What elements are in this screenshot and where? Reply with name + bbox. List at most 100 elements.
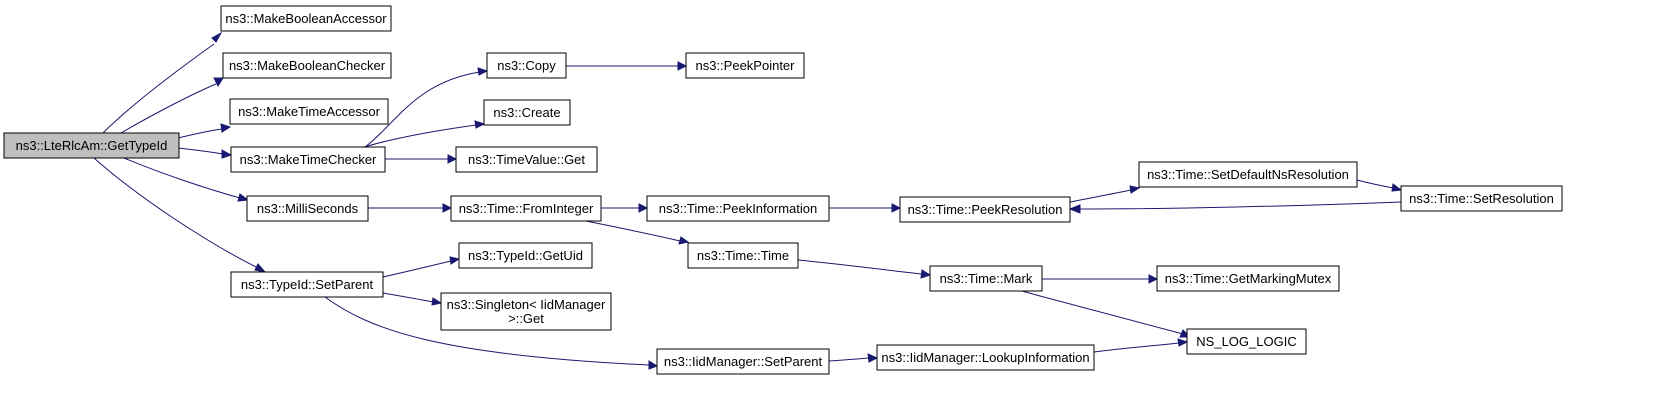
- arrowhead-icon: [221, 149, 233, 159]
- arrowhead-icon: [474, 120, 486, 129]
- edge-line: [324, 296, 650, 366]
- edge-line: [382, 292, 434, 303]
- edge-line: [102, 43, 215, 134]
- edge-peekres-to-setdef: [1069, 185, 1141, 203]
- node-ns3-typeid-getuid[interactable]: ns3::TypeId::GetUid: [458, 242, 593, 269]
- edge-line: [797, 259, 923, 275]
- arrowhead-icon: [920, 269, 932, 279]
- node-box: [230, 146, 386, 173]
- arrowhead-icon: [237, 193, 250, 202]
- call-edges: [93, 31, 1403, 370]
- node-ns3-makebooleanchecker[interactable]: ns3::MakeBooleanChecker: [222, 52, 392, 79]
- edge-line: [828, 357, 870, 362]
- arrowhead-icon: [254, 263, 267, 273]
- node-ns3-time-time[interactable]: ns3::Time::Time: [687, 242, 799, 269]
- edge-line: [585, 220, 681, 242]
- node-label: ns3::Time::SetDefaultNsResolution: [1147, 167, 1349, 182]
- edge-line: [363, 124, 477, 148]
- node-label: ns3::Time::Mark: [940, 271, 1033, 286]
- arrowhead-icon: [648, 360, 659, 370]
- edge-root-to-tsp: [93, 157, 267, 273]
- arrowhead-icon: [1129, 185, 1141, 194]
- node-ns3-lterlcam-gettypeid[interactable]: ns3::LteRlcAm::GetTypeId: [3, 132, 180, 159]
- node-box: [3, 132, 180, 159]
- node-ns3-peekpointer[interactable]: ns3::PeekPointer: [685, 52, 805, 79]
- edge-fromint-to-peekinfo: [601, 203, 649, 213]
- node-ns3-create[interactable]: ns3::Create: [483, 99, 571, 126]
- edge-root-to-mta: [177, 123, 232, 139]
- node-box: [246, 195, 369, 222]
- node-ns3-time-frominteger[interactable]: ns3::Time::FromInteger: [450, 195, 602, 222]
- edge-ms-to-fromint: [368, 203, 453, 213]
- arrowhead-icon: [213, 77, 224, 88]
- arrowhead-icon: [447, 154, 458, 164]
- node-label: ns3::TypeId::SetParent: [241, 277, 374, 292]
- node-ns3-singleton-iidmanager-get[interactable]: ns3::Singleton< IidManager >::Get: [440, 292, 612, 331]
- node-ns3-makebooleanaccessor[interactable]: ns3::MakeBooleanAccessor: [220, 5, 392, 32]
- node-label: ns3::MakeBooleanChecker: [229, 58, 386, 73]
- node-box: [656, 348, 830, 375]
- edge-mark-to-mutex: [1042, 274, 1159, 284]
- node-ns3-iidmanager-setparent[interactable]: ns3::IidManager::SetParent: [656, 348, 830, 375]
- node-box: [685, 52, 805, 79]
- edge-line: [1356, 179, 1394, 189]
- node-ns3-time-mark[interactable]: ns3::Time::Mark: [929, 265, 1043, 292]
- node-box: [876, 344, 1095, 371]
- node-ns3-iidmanager-lookupinformation[interactable]: ns3::IidManager::LookupInformation: [876, 344, 1095, 371]
- node-label: NS_LOG_LOGIC: [1196, 334, 1296, 349]
- arrowhead-icon: [1068, 204, 1081, 214]
- node-label: ns3::Time::PeekResolution: [908, 202, 1063, 217]
- edge-line: [382, 260, 452, 278]
- edge-line: [1021, 290, 1184, 335]
- node-box: [230, 271, 384, 298]
- edge-mtc-to-tvget: [385, 154, 458, 164]
- node-box: [687, 242, 799, 269]
- arrowhead-icon: [638, 203, 649, 213]
- edge-line: [120, 83, 217, 134]
- node-box: [222, 52, 392, 79]
- edge-mark-to-nslog: [1021, 290, 1192, 338]
- node-box: [1186, 328, 1307, 355]
- node-ns3-time-peekresolution[interactable]: ns3::Time::PeekResolution: [899, 196, 1071, 223]
- node-label: ns3::MakeTimeAccessor: [238, 104, 381, 119]
- node-label: ns3::Copy: [497, 58, 556, 73]
- node-label: ns3::Time::GetMarkingMutex: [1165, 271, 1332, 286]
- node-label: ns3::IidManager::LookupInformation: [881, 350, 1089, 365]
- node-ns3-milliseconds[interactable]: ns3::MilliSeconds: [246, 195, 369, 222]
- node-ns3-time-peekinformation[interactable]: ns3::Time::PeekInformation: [646, 195, 830, 222]
- node-box: [450, 195, 602, 222]
- node-ns3-time-getmarkingmutex[interactable]: ns3::Time::GetMarkingMutex: [1156, 265, 1340, 292]
- node-ns3-time-setdefaultnsresolution[interactable]: ns3::Time::SetDefaultNsResolution: [1138, 161, 1358, 188]
- edge-root-to-ms: [123, 157, 250, 202]
- arrowhead-icon: [678, 236, 690, 245]
- node-box: [899, 196, 1071, 223]
- edge-line: [1093, 342, 1180, 353]
- node-ns3-timevalue-get[interactable]: ns3::TimeValue::Get: [455, 146, 598, 173]
- node-label: ns3::Singleton< IidManager: [447, 297, 606, 312]
- edge-line: [177, 128, 223, 139]
- node-ns3-time-setresolution[interactable]: ns3::Time::SetResolution: [1400, 185, 1563, 212]
- arrowhead-icon: [1177, 338, 1189, 347]
- node-ns3-maketimeaccessor[interactable]: ns3::MakeTimeAccessor: [229, 98, 389, 125]
- edge-tsp-to-iidsp: [324, 296, 659, 370]
- edge-root-to-mba: [102, 31, 223, 134]
- edge-tsp-to-getuid: [382, 256, 461, 278]
- node-label: ns3::TypeId::GetUid: [468, 248, 583, 263]
- edge-fromint-to-ttime: [585, 220, 690, 245]
- node-box: [483, 99, 571, 126]
- edge-line: [364, 71, 481, 148]
- edge-lookup-to-nslog: [1093, 338, 1189, 353]
- node-ns3-copy[interactable]: ns3::Copy: [486, 52, 567, 79]
- node-ns3-typeid-setparent[interactable]: ns3::TypeId::SetParent: [230, 271, 384, 298]
- node-ns-log-logic[interactable]: NS_LOG_LOGIC: [1186, 328, 1307, 355]
- edge-root-to-mbc: [120, 77, 224, 134]
- arrowhead-icon: [449, 256, 461, 265]
- node-box: [220, 5, 392, 32]
- edge-line: [177, 147, 224, 155]
- node-box: [1156, 265, 1340, 292]
- node-ns3-maketimechecker[interactable]: ns3::MakeTimeChecker: [230, 146, 386, 173]
- edge-line: [1069, 189, 1132, 203]
- edge-root-to-mtc: [177, 147, 233, 159]
- node-box: [229, 98, 389, 125]
